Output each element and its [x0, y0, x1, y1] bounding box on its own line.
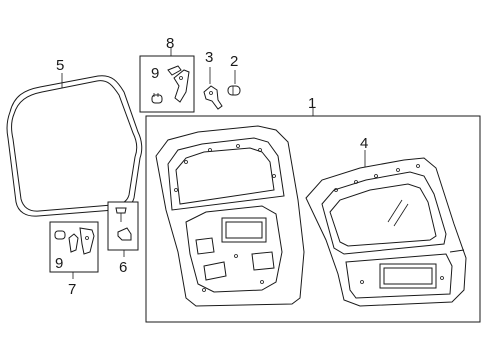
callout-4: 4: [360, 135, 368, 152]
hinge-bracket-upper: [167, 65, 190, 103]
liftgate-glass: [329, 183, 437, 247]
strut-bracket: [203, 85, 223, 110]
callout-9-upper: 9: [151, 65, 159, 82]
callout-5: 5: [56, 57, 64, 74]
weatherstrip-seal: [6, 75, 143, 217]
fastener-clip: [117, 227, 132, 241]
hinge-bolt-upper: [151, 93, 163, 104]
callout-9-lower: 9: [55, 255, 63, 272]
liftgate-inner-frame: [155, 125, 305, 307]
callout-6: 6: [119, 259, 127, 276]
hinge-bolt-lower: [54, 230, 66, 240]
bumper-stop: [227, 85, 241, 96]
callout-2: 2: [230, 53, 238, 70]
fastener-screw: [115, 207, 127, 222]
callout-3: 3: [205, 49, 213, 66]
hinge-bracket-lower: [68, 227, 95, 255]
liftgate-outer-panel: [305, 157, 467, 307]
callout-8: 8: [166, 35, 174, 52]
callout-7: 7: [68, 281, 76, 298]
callout-1: 1: [308, 95, 316, 112]
